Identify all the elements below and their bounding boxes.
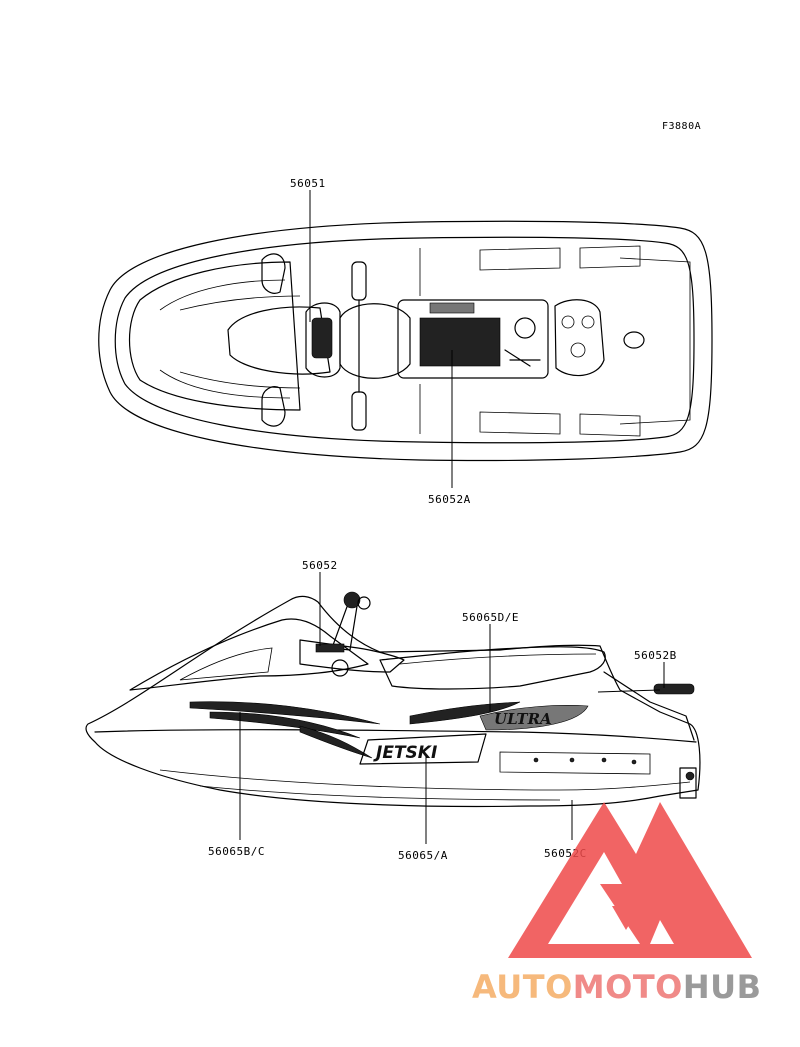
watermark-text: AUTOMOTOHUB <box>472 968 762 1006</box>
label-56065A: 56065/A <box>398 849 448 862</box>
label-56052B: 56052B <box>634 649 677 662</box>
label-56065BC: 56065B/C <box>208 845 265 858</box>
watermark-moto: MOTO <box>573 968 683 1006</box>
watermark-logo <box>508 802 752 958</box>
side-view-watercraft: JETSKI ULTRA <box>85 591 701 808</box>
label-56065DE: 56065D/E <box>462 611 519 624</box>
watermark-hub: HUB <box>683 968 762 1006</box>
label-56051: 56051 <box>290 177 326 190</box>
label-56052: 56052 <box>302 559 338 572</box>
leader-56052B-horiz <box>597 689 661 693</box>
watermark-auto: AUTO <box>472 968 573 1006</box>
top-view-watercraft <box>98 220 713 462</box>
figure-code: F3880A <box>662 121 701 132</box>
model-logo-text: ULTRA <box>494 710 552 728</box>
label-56052A: 56052A <box>428 493 471 506</box>
jetski-logo-text: JETSKI <box>373 743 437 763</box>
